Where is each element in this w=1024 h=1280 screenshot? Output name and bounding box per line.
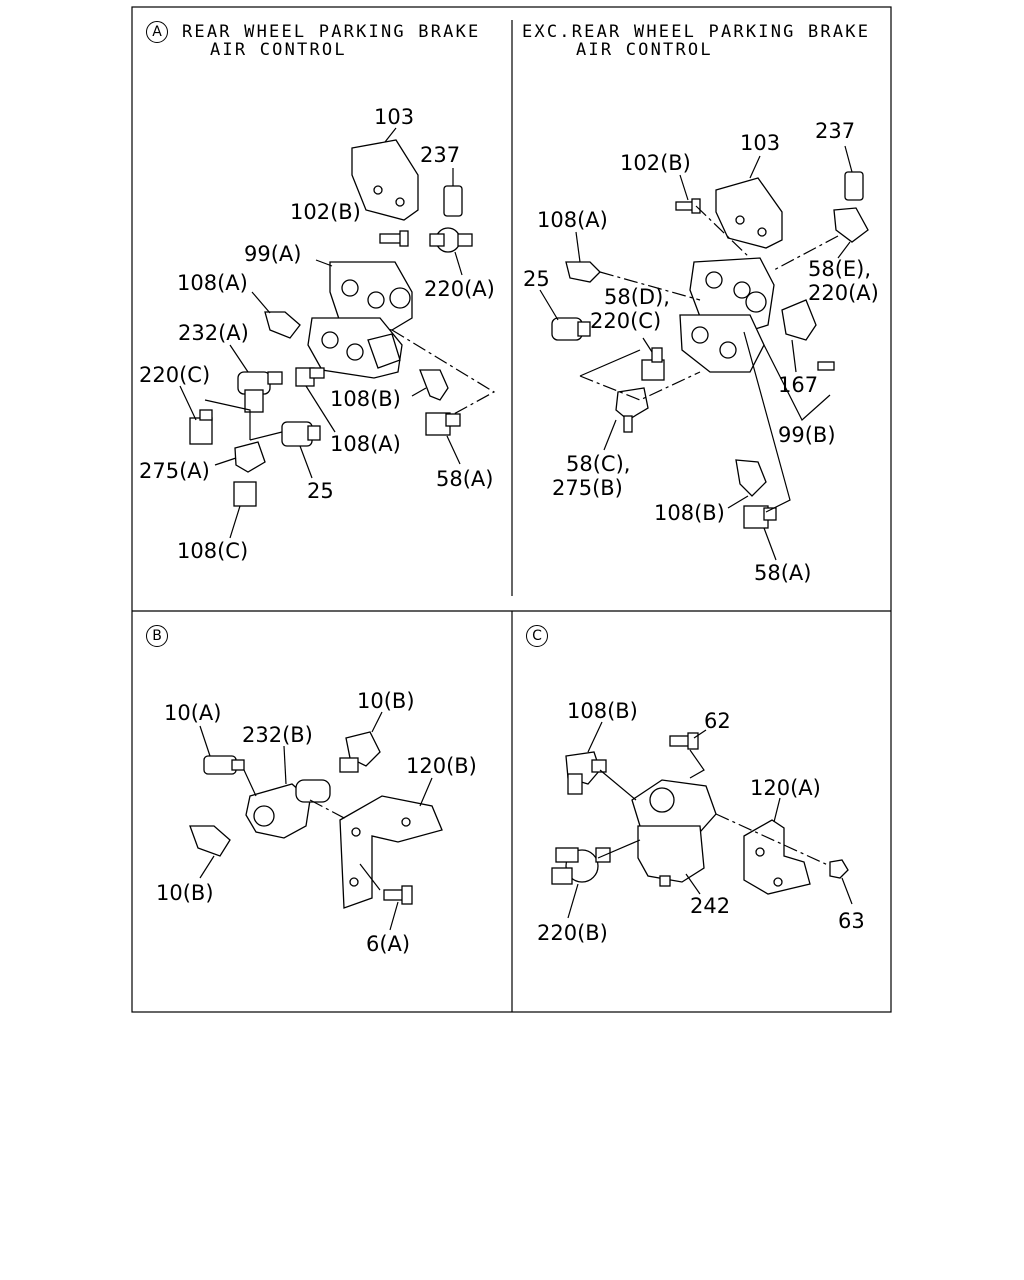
label-108a-a: 108(A) — [177, 271, 248, 295]
label-99b-exc: 99(B) — [778, 423, 836, 447]
label-108c-a: 108(C) — [177, 539, 249, 563]
label-220c-exc: 220(C) — [590, 309, 662, 333]
label-10b-b-top: 10(B) — [357, 689, 415, 713]
panel-b-parts — [189, 711, 443, 931]
label-10b-b-bottom: 10(B) — [156, 881, 214, 905]
panel-exc-parts — [539, 145, 869, 561]
label-108a-exc: 108(A) — [537, 208, 608, 232]
label-58d-exc: 58(D), — [604, 285, 670, 309]
label-275a-a: 275(A) — [139, 459, 210, 483]
label-6a-b: 6(A) — [366, 932, 411, 956]
label-120a-c: 120(A) — [750, 776, 821, 800]
label-275b-exc: 275(B) — [552, 476, 623, 500]
label-58a-exc: 58(A) — [754, 561, 812, 585]
panel-exc-title-line1: EXC.REAR WHEEL PARKING BRAKE — [522, 22, 871, 42]
label-62-c: 62 — [704, 709, 731, 733]
panel-a-marker: A — [146, 21, 168, 43]
panel-c-parts — [551, 721, 853, 919]
label-242-c: 242 — [690, 894, 731, 918]
panel-c-marker: C — [526, 625, 548, 647]
label-58a-a: 58(A) — [436, 467, 494, 491]
label-237-a: 237 — [420, 143, 461, 167]
label-63-c: 63 — [838, 909, 865, 933]
panel-exc-title-line2: AIR CONTROL — [576, 40, 713, 60]
label-220b-c: 220(B) — [537, 921, 608, 945]
label-220c-a: 220(C) — [139, 363, 211, 387]
label-220a-exc: 220(A) — [808, 281, 879, 305]
label-108b-exc: 108(B) — [654, 501, 725, 525]
label-58e-exc: 58(E), — [808, 257, 872, 281]
label-220a-a: 220(A) — [424, 277, 495, 301]
label-108b-c: 108(B) — [567, 699, 638, 723]
panel-a-title-line1: REAR WHEEL PARKING BRAKE — [182, 22, 481, 42]
label-108a2-a: 108(A) — [330, 432, 401, 456]
label-103-exc: 103 — [740, 131, 781, 155]
label-99a-a: 99(A) — [244, 242, 302, 266]
label-232a-a: 232(A) — [178, 321, 249, 345]
label-237-exc: 237 — [815, 119, 856, 143]
label-102b-exc: 102(B) — [620, 151, 691, 175]
label-232b-b: 232(B) — [242, 723, 313, 747]
panel-borders — [131, 6, 892, 1013]
label-103-a: 103 — [374, 105, 415, 129]
label-108b-a: 108(B) — [330, 387, 401, 411]
label-58c-exc: 58(C), — [566, 452, 631, 476]
label-102b-a: 102(B) — [290, 200, 361, 224]
label-167-exc: 167 — [778, 373, 819, 397]
panel-b-marker: B — [146, 625, 168, 647]
panel-a-parts — [179, 127, 496, 539]
label-25-exc: 25 — [523, 267, 550, 291]
label-120b-b: 120(B) — [406, 754, 477, 778]
label-10a-b: 10(A) — [164, 701, 222, 725]
panel-a-title-line2: AIR CONTROL — [210, 40, 347, 60]
label-25-a: 25 — [307, 479, 334, 503]
